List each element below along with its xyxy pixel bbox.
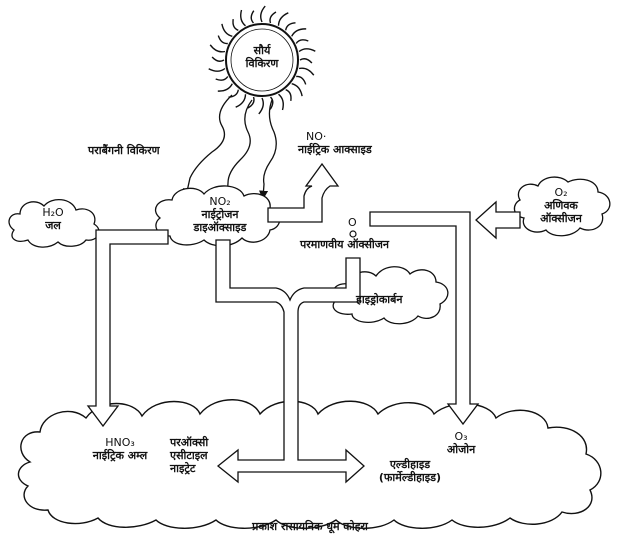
sun-ray	[208, 67, 226, 72]
uv-radiation-label: पराबैंगनी विकिरण	[88, 144, 160, 157]
flow-arrow-o2-in	[475, 200, 521, 240]
ozone-label: O₃ ओजोन	[438, 430, 484, 456]
ozone-formula: O₃	[454, 430, 468, 443]
no2-name-line2: डाइऑक्साइड	[193, 221, 247, 234]
sun-ray	[221, 23, 233, 37]
sun-label-line2: विकिरण	[245, 57, 279, 70]
sun-ray	[215, 76, 229, 81]
sun-label-line1: सौर्य	[253, 44, 271, 57]
flow-arrow-o-to-ozone	[369, 211, 480, 426]
aldehyde-line1: एल्डीहाइड	[389, 458, 431, 471]
sun-ray	[278, 93, 284, 111]
no2-name-line1: नाईट्रोजन	[201, 208, 239, 221]
sun-ray	[269, 96, 274, 110]
sun-ray	[250, 10, 255, 24]
pan-label: परऑक्सी एसीटाइल नाइट्रेट	[170, 436, 208, 475]
sun-ray	[295, 39, 309, 44]
sun-ray	[298, 67, 315, 76]
uv-ray-arrows	[183, 94, 277, 200]
pan-line3: नाइट्रेट	[170, 462, 196, 475]
caption: प्रकाश रासायनिक धूम कोहरा	[252, 520, 368, 533]
sun-ray	[285, 22, 296, 31]
no-formula: NO·	[306, 130, 327, 143]
water-cloud	[8, 199, 100, 248]
aldehyde-line2: (फार्मेल्डीहाइड)	[378, 471, 442, 484]
sun-ray	[232, 18, 239, 31]
sun-ray	[217, 83, 233, 92]
water-name: जल	[45, 219, 61, 232]
sun-ray	[277, 12, 289, 26]
aldehyde-label: एल्डीहाइड (फार्मेल्डीहाइड)	[360, 458, 460, 484]
sun-ray	[291, 83, 303, 97]
sun-ray	[209, 44, 226, 53]
no2-formula: NO₂	[209, 195, 231, 208]
hydrocarbon-label: हाइड्रोकार्बन	[356, 293, 403, 306]
o2-molecular-label: O₂ अणिवक ऑक्सीजन	[528, 186, 594, 225]
atomic-oxygen-name: परमाणवीय ऑक्सीजन	[300, 238, 390, 251]
no2-label: NO₂ नाईट्रोजन डाइऑक्साइड	[180, 195, 260, 234]
sun-ray	[299, 58, 313, 64]
sun-ray	[247, 96, 255, 109]
water-label: H₂O जल	[36, 206, 70, 232]
o2-formula: O₂	[554, 186, 568, 199]
atomic-oxygen-icon	[349, 230, 357, 238]
o2-name-line1: अणिवक	[544, 199, 578, 212]
sun-ray	[258, 97, 264, 115]
no-name: नाईट्रिक आक्साइड	[298, 143, 372, 156]
hno3-label: HNO₃ नाईट्रिक अम्ल	[80, 436, 160, 462]
flow-arrow-no2-to-hno3	[86, 229, 169, 428]
sun-ray	[285, 89, 292, 102]
pan-line2: एसीटाइल	[170, 449, 208, 462]
sun-ray	[240, 9, 246, 27]
flow-arrow-no2-to-no	[267, 162, 340, 223]
sun-ray	[269, 11, 277, 24]
sun-label: सौर्य विकिरण	[232, 44, 292, 70]
sun-icon	[208, 5, 316, 115]
atomic-oxygen-symbol: O	[348, 216, 357, 229]
sun-ray	[217, 35, 228, 45]
sun-ray	[260, 5, 266, 23]
ozone-name: ओजोन	[446, 443, 476, 456]
o2-name-line2: ऑक्सीजन	[540, 212, 582, 225]
sun-ray	[298, 48, 316, 53]
pan-line1: परऑक्सी	[170, 436, 209, 449]
sun-ray	[235, 94, 247, 108]
flow-arrow-merge	[215, 239, 365, 484]
hno3-name: नाईट्रिक अम्ल	[92, 449, 148, 462]
sun-ray	[296, 75, 307, 85]
sun-ray	[211, 56, 225, 62]
o2-cloud	[513, 176, 611, 237]
sun-ray	[291, 28, 307, 37]
water-formula: H₂O	[42, 206, 64, 219]
hno3-formula: HNO₃	[105, 436, 135, 449]
